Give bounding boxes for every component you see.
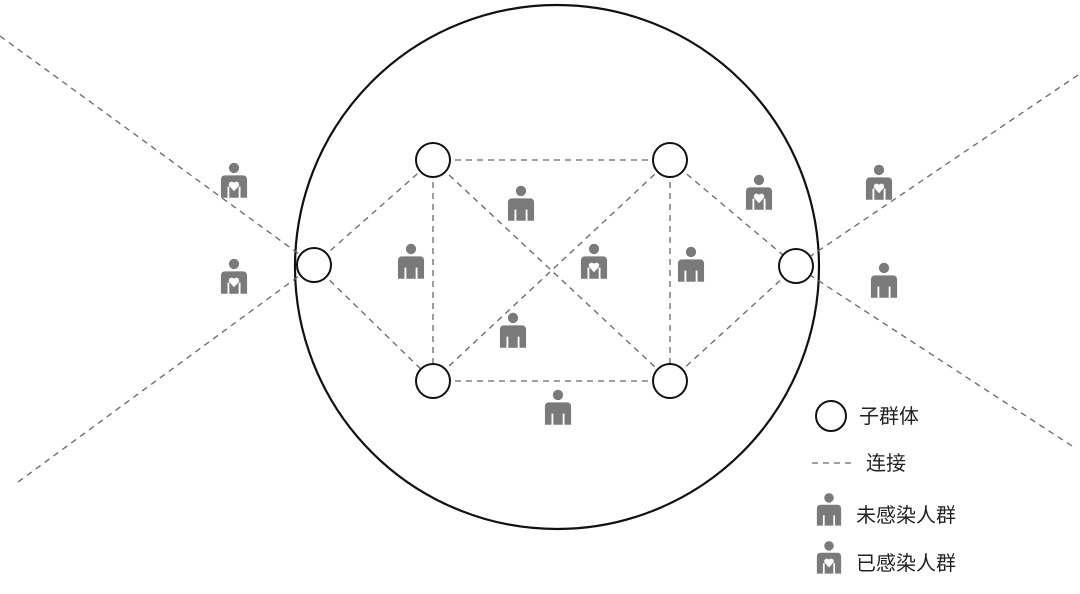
connection-lines (0, 35, 1079, 483)
person-heart-icon (220, 162, 248, 198)
legend-label-connection: 连接 (866, 451, 906, 475)
connection-line (669, 159, 797, 267)
legend: 子群体 连接 未感染人群 已感染人群 (812, 400, 956, 575)
person-icon (816, 493, 842, 526)
person-heart-icon (816, 541, 842, 574)
connection-line (669, 265, 797, 382)
legend-label-uninfected: 未感染人群 (856, 503, 956, 527)
person-icon (677, 246, 705, 282)
connection-line (313, 159, 434, 266)
person-heart-icon (745, 174, 773, 210)
person-icon (499, 312, 527, 348)
subgroup-node (296, 247, 332, 283)
legend-label-infected: 已感染人群 (856, 551, 956, 575)
subgroup-node (652, 142, 688, 178)
person-icon (544, 389, 572, 425)
person-heart-icon (580, 243, 608, 279)
subgroup-nodes (296, 142, 814, 399)
person-heart-icon (865, 164, 893, 200)
connection-line (17, 264, 315, 483)
connection-line (313, 264, 434, 382)
person-icon (397, 243, 425, 279)
connection-line (0, 35, 315, 266)
person-icon (507, 185, 535, 221)
connection-line (795, 74, 1079, 267)
legend-label-subgroup: 子群体 (859, 404, 919, 428)
subgroup-node (778, 248, 814, 284)
person-icon (870, 262, 898, 298)
subgroup-node (652, 363, 688, 399)
subgroup-node (415, 142, 451, 178)
person-heart-icon (220, 258, 248, 294)
open-circle-icon (815, 400, 847, 432)
outer-boundary-circle (293, 3, 821, 531)
subgroup-node (415, 363, 451, 399)
